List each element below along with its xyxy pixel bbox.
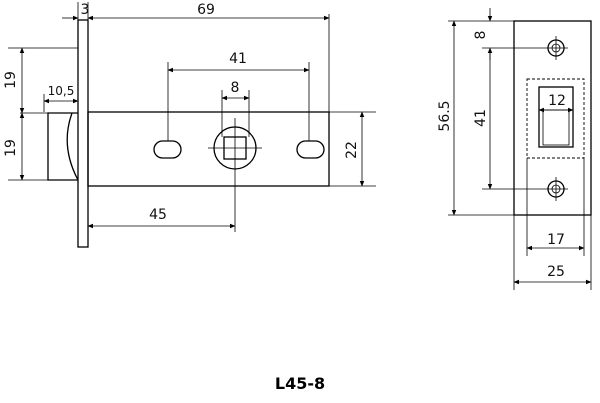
model-caption: L45-8 bbox=[274, 374, 326, 393]
dim-strike-inner-width: 17 bbox=[547, 232, 565, 248]
strike-opening-inner bbox=[542, 109, 570, 146]
latch-body bbox=[87, 111, 330, 187]
strike-plate-view bbox=[513, 20, 592, 216]
dim-spindle-square: 8 bbox=[231, 80, 240, 96]
extension-lines bbox=[8, 2, 376, 236]
dim-backset: 45 bbox=[149, 207, 167, 223]
faceplate bbox=[77, 19, 89, 248]
dim-strike-opening-width: 12 bbox=[548, 93, 566, 109]
dim-body-height: 22 bbox=[344, 141, 360, 159]
dim-strike-hole-spacing: 41 bbox=[473, 109, 489, 127]
dimension-lines bbox=[19, 15, 365, 232]
dim-latch-projection: 10,5 bbox=[48, 84, 75, 98]
strike-screw-top bbox=[544, 36, 568, 60]
dim-latch-upper-height: 19 bbox=[3, 71, 19, 89]
slot-left bbox=[153, 140, 182, 159]
strike-plate bbox=[513, 20, 592, 216]
dim-strike-hole-offset: 8 bbox=[473, 31, 489, 40]
strike-extension-lines bbox=[448, 20, 592, 290]
dim-strike-width: 25 bbox=[547, 264, 565, 280]
dim-total-length: 69 bbox=[197, 2, 215, 18]
dim-strike-length: 56.5 bbox=[437, 100, 453, 131]
dim-faceplate-thickness: 3 bbox=[81, 2, 90, 18]
dim-hole-spacing-front: 41 bbox=[229, 51, 247, 67]
strike-dimension-lines bbox=[451, 8, 592, 285]
slot-right bbox=[296, 140, 325, 159]
latch-side-view bbox=[20, 19, 330, 248]
strike-screw-bottom bbox=[544, 177, 568, 201]
dim-latch-lower-height: 19 bbox=[3, 139, 19, 157]
strike-pocket-outline bbox=[526, 78, 585, 159]
latch-bolt bbox=[47, 112, 79, 181]
strike-opening bbox=[538, 86, 574, 148]
